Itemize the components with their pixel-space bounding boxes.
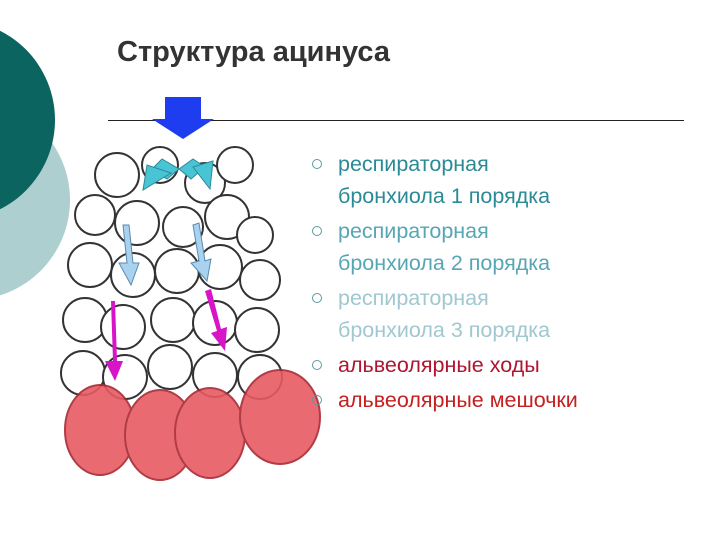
list-item: респираторная бронхиола 2 порядка — [310, 215, 710, 279]
corner-decoration — [0, 30, 70, 296]
slide-title: Структура ацинуса — [117, 36, 391, 68]
item-line: респираторная — [338, 152, 489, 176]
item-line: бронхиола 2 порядка — [338, 251, 551, 275]
acinus-illustration — [60, 97, 321, 481]
hollow-circle-icon — [312, 360, 322, 370]
bronchiole-arrow-blue — [165, 97, 201, 119]
bronchiole-arrow-light-left — [118, 224, 140, 287]
item-line: респираторная — [338, 219, 489, 243]
acinus-structure-list: респираторная бронхиола 1 порядка респир… — [310, 148, 710, 419]
alveolar-sacs — [64, 369, 321, 481]
hollow-circle-icon — [312, 293, 322, 303]
item-line: респираторная — [338, 286, 489, 310]
item-line: альвеолярные ходы — [338, 353, 540, 377]
item-line: альвеолярные мешочки — [338, 388, 578, 412]
list-item: альвеолярные ходы — [310, 349, 710, 381]
hollow-circle-icon — [312, 159, 322, 169]
bronchiole-arrow-magenta-right — [205, 289, 227, 351]
alveoli-outline — [60, 146, 283, 400]
list-item: альвеолярные мешочки — [310, 384, 710, 416]
title-divider — [108, 120, 684, 121]
hollow-circle-icon — [312, 395, 322, 405]
list-item: респираторная бронхиола 3 порядка — [310, 282, 710, 346]
bronchiole-arrow-magenta-left — [105, 301, 123, 381]
item-line: бронхиола 1 порядка — [338, 184, 551, 208]
item-line: бронхиола 3 порядка — [338, 318, 551, 342]
list-item: респираторная бронхиола 1 порядка — [310, 148, 710, 212]
bronchiole-arrow-light-right — [190, 222, 212, 283]
hollow-circle-icon — [312, 226, 322, 236]
